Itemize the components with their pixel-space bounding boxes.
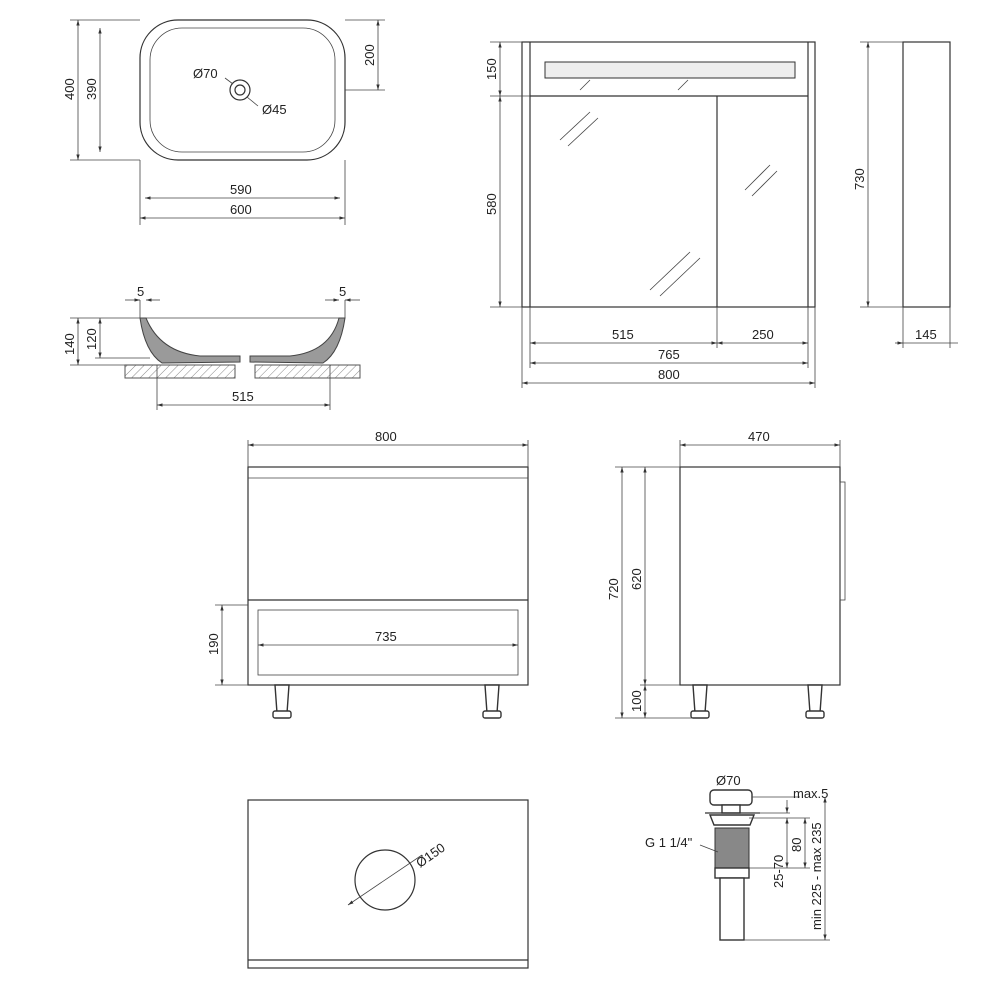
dim-mirror-515: 515 xyxy=(612,327,634,342)
dim-basin-390: 390 xyxy=(84,78,99,100)
basin-hole-inner-label: Ø45 xyxy=(262,102,287,117)
vanity-front-legs xyxy=(272,684,502,719)
vanity-front: 800 190 735 xyxy=(206,429,529,719)
mirror-cabinet-front: 150 580 515 250 765 800 xyxy=(484,41,816,388)
dim-basin-200: 200 xyxy=(362,44,377,66)
dim-basin-120: 120 xyxy=(84,328,99,350)
dim-basin-590: 590 xyxy=(230,182,252,197)
dim-rim-right: 5 xyxy=(339,284,346,299)
dim-mirror-145: 145 xyxy=(915,327,937,342)
dim-mirror-150: 150 xyxy=(484,58,499,80)
dim-mirror-800: 800 xyxy=(658,367,680,382)
dim-vanity-190: 190 xyxy=(206,633,221,655)
basin-hole-outer-label: Ø70 xyxy=(193,66,218,81)
dim-vanity-800: 800 xyxy=(375,429,397,444)
dim-vanity-720: 720 xyxy=(606,578,621,600)
dim-basin-400: 400 xyxy=(62,78,77,100)
dim-basin-515: 515 xyxy=(232,389,254,404)
vanity-side: 470 720 620 100 xyxy=(606,429,846,719)
basin-side-section: 5 5 140 120 515 xyxy=(62,284,361,410)
mirror-cabinet-side: 730 145 xyxy=(852,41,958,348)
countertop-hole-label: Ø150 xyxy=(413,840,448,871)
dim-mirror-250: 250 xyxy=(752,327,774,342)
dim-vanity-100: 100 xyxy=(629,690,644,712)
dim-vanity-470: 470 xyxy=(748,429,770,444)
drain-max5-label: max.5 xyxy=(793,786,828,801)
dim-basin-600: 600 xyxy=(230,202,252,217)
dim-rim-left: 5 xyxy=(137,284,144,299)
dim-mirror-730: 730 xyxy=(852,168,867,190)
drain-25-70-label: 25-70 xyxy=(771,855,786,888)
dim-mirror-580: 580 xyxy=(484,193,499,215)
drain-thread-label: G 1 1/4" xyxy=(645,835,693,850)
drain-diameter-label: Ø70 xyxy=(716,773,741,788)
vanity-side-legs xyxy=(690,684,825,719)
dim-basin-140: 140 xyxy=(62,333,77,355)
drain-detail: Ø70 max.5 80 25-70 min 225 - max 235 G 1… xyxy=(645,773,830,941)
basin-top-view: Ø70 Ø45 400 390 200 590 600 xyxy=(62,19,385,225)
dim-vanity-735: 735 xyxy=(375,629,397,644)
drain-80-label: 80 xyxy=(789,838,804,852)
dim-mirror-765: 765 xyxy=(658,347,680,362)
dim-vanity-620: 620 xyxy=(629,568,644,590)
drain-height-label: min 225 - max 235 xyxy=(809,822,824,930)
countertop-top-view: Ø150 xyxy=(247,799,529,969)
